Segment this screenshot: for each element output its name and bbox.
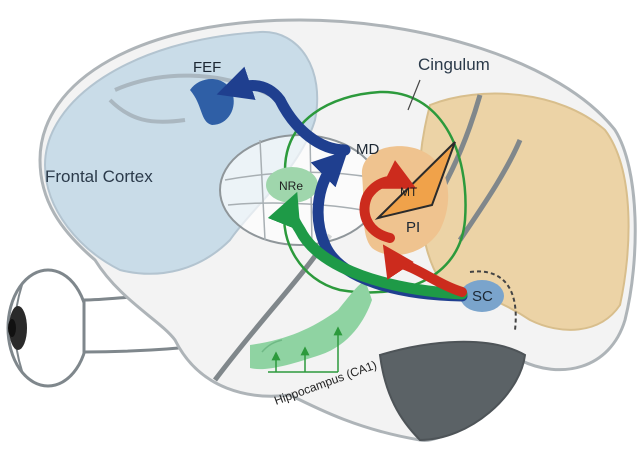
sc-label: SC [472, 288, 493, 305]
fef-label: FEF [193, 59, 221, 76]
md-label: MD [356, 141, 379, 158]
nre-label: NRe [279, 179, 303, 193]
cingulum-label: Cingulum [418, 55, 490, 74]
mt-label: MT [400, 185, 418, 199]
pi-label: PI [406, 219, 420, 236]
eye-icon [8, 270, 88, 386]
frontal-cortex-label: Frontal Cortex [45, 167, 153, 186]
